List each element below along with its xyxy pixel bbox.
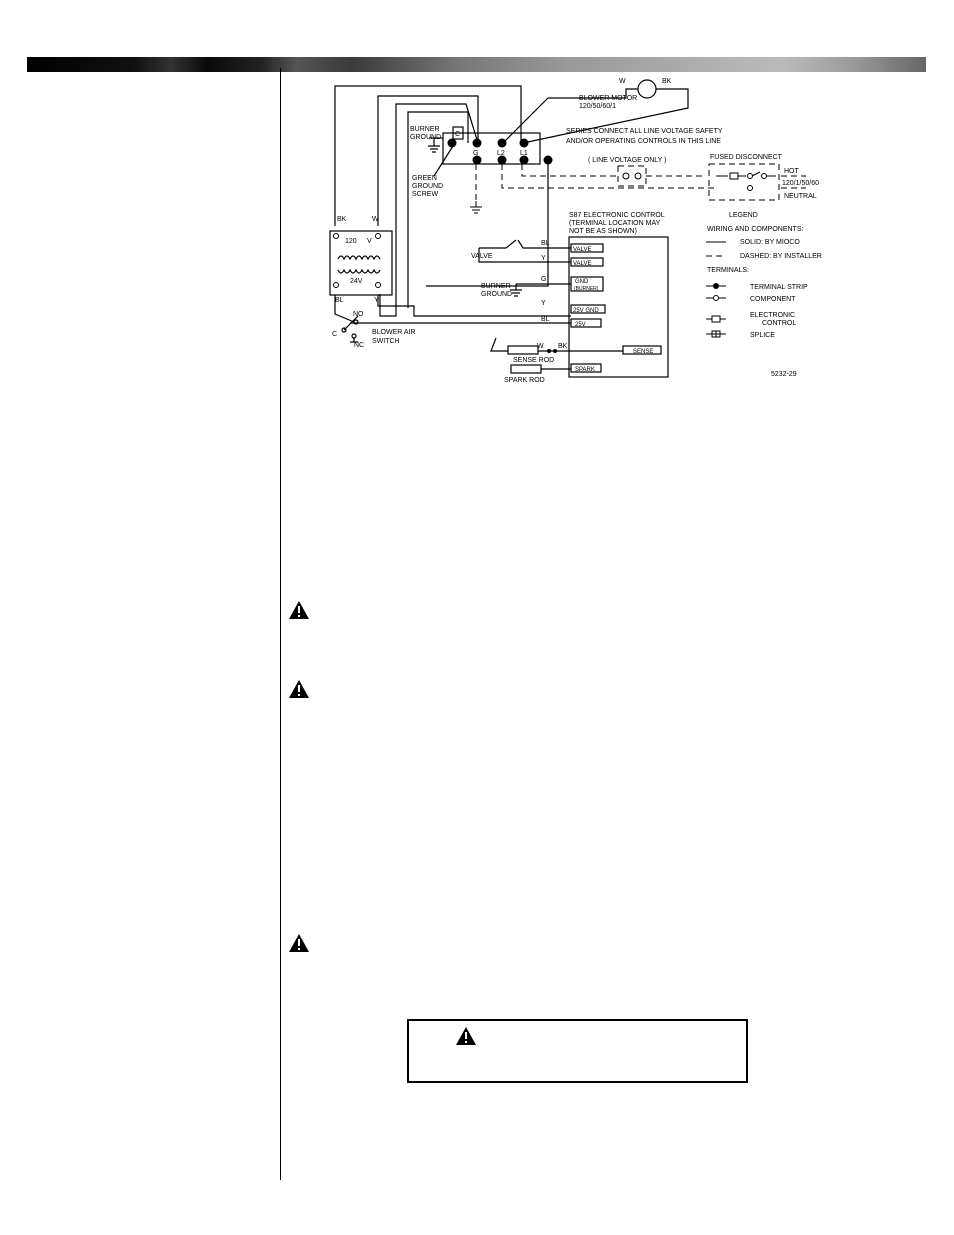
wire-y-25vgnd: Y — [541, 300, 546, 307]
blower-air-switch-2: SWITCH — [372, 338, 400, 345]
drawing-number: 5232-29 — [771, 371, 797, 378]
wire-g: G — [541, 276, 546, 283]
transformer-bl-label: BL — [335, 297, 344, 304]
legend-terminals: TERMINALS: — [707, 267, 749, 274]
control-title-1: S87 ELECTRONIC CONTROL — [569, 212, 665, 219]
hot-label: HOT — [784, 168, 800, 175]
legend-solid: SOLID: BY MIOCO — [740, 239, 800, 246]
sense-rod-label: SENSE ROD — [513, 357, 554, 364]
notice-box — [407, 1019, 748, 1083]
terminal-25v: 25V — [575, 322, 586, 328]
series-note-line1: SERIES CONNECT ALL LINE VOLTAGE SAFETY — [566, 128, 723, 135]
transformer-v-label: V — [367, 238, 372, 245]
green-ground-screw-3: SCREW — [412, 191, 438, 198]
warning-icon — [289, 934, 309, 952]
series-note-line2: AND/OR OPERATING CONTROLS IN THIS LINE — [566, 138, 721, 145]
column-divider — [280, 68, 281, 1180]
spark-rod-label: SPARK ROD — [504, 377, 545, 384]
wire-y-valve: Y — [541, 255, 546, 262]
blower-motor-label: BLOWER MOTOR — [579, 95, 637, 102]
legend-dashed: DASHED: BY INSTALLER — [740, 253, 822, 260]
control-title-2: (TERMINAL LOCATION MAY — [569, 220, 661, 227]
motor-w-label: W — [619, 78, 626, 85]
neutral-label: NEUTRAL — [784, 193, 817, 200]
burner-ground-label-2: GROUND — [410, 134, 441, 141]
supply-label: 120/1/50/60 — [782, 180, 819, 187]
switch-no-label: NO — [353, 311, 364, 318]
burner-ground2-line2: GROUND — [481, 291, 512, 298]
burner-ground-label-1: BURNER — [410, 126, 440, 133]
terminal-spark: SPARK — [575, 367, 595, 373]
wiring-diagram: W BK BLOWER MOTOR 120/50/60/1 SERIES CON… — [326, 76, 832, 392]
terminal-valve-1: VALVE — [573, 247, 591, 253]
green-ground-screw-1: GREEN — [412, 175, 437, 182]
legend-control: CONTROL — [762, 320, 796, 327]
terminal-l2-label: L2 — [497, 150, 505, 157]
switch-nc-label: NC — [354, 342, 364, 349]
terminal-l1-label: L1 — [520, 150, 528, 157]
wire-bl-25v: BL — [541, 316, 550, 323]
transformer-bk-label: BK — [337, 216, 347, 223]
valve-label: VALVE — [471, 253, 493, 260]
line-voltage-only-label: ( LINE VOLTAGE ONLY ) — [588, 157, 666, 164]
wire-bk-sense: BK — [558, 343, 568, 350]
wire-w-sense: W — [537, 343, 544, 350]
legend-splice: SPLICE — [750, 332, 775, 339]
terminal-burner: (BURNER) — [574, 286, 599, 292]
header-bar — [27, 57, 926, 72]
control-title-3: NOT BE AS SHOWN) — [569, 228, 637, 235]
legend-component: COMPONENT — [750, 296, 796, 303]
blower-air-switch-1: BLOWER AIR — [372, 329, 416, 336]
warning-icon — [289, 680, 309, 698]
warning-icon — [289, 601, 309, 619]
blower-motor-rating: 120/50/60/1 — [579, 103, 616, 110]
motor-bk-label: BK — [662, 78, 672, 85]
terminal-valve-2: VALVE — [573, 261, 591, 267]
fused-disconnect-label: FUSED DISCONNECT — [710, 154, 783, 161]
legend-title: LEGEND — [729, 212, 758, 219]
green-ground-screw-2: GROUND — [412, 183, 443, 190]
switch-c-label: C — [332, 331, 337, 338]
legend-wiring: WIRING AND COMPONENTS: — [707, 226, 804, 233]
terminal-25v-gnd: 25V GND — [573, 308, 599, 314]
transformer-w-label: W — [372, 216, 379, 223]
transformer-120-label: 120 — [345, 238, 357, 245]
warning-icon — [456, 1027, 476, 1045]
terminal-gnd: GND — [575, 279, 589, 285]
terminal-c-label: C — [455, 131, 460, 138]
legend-terminal-strip: TERMINAL STRIP — [750, 284, 808, 291]
terminal-sense: SENSE — [633, 349, 653, 355]
wire-bl-valve: BL — [541, 240, 550, 247]
burner-ground2-line1: BURNER — [481, 283, 511, 290]
terminal-g-label: G — [473, 150, 478, 157]
transformer-24v-label: 24V — [350, 278, 363, 285]
transformer-y-label: Y — [374, 297, 379, 304]
legend-electronic: ELECTRONIC — [750, 312, 795, 319]
